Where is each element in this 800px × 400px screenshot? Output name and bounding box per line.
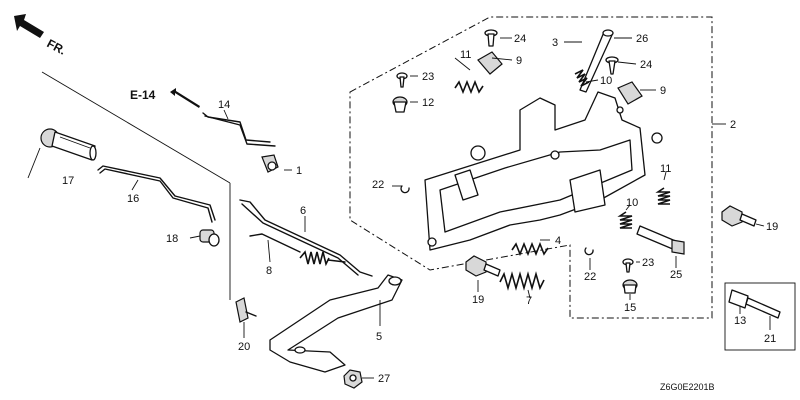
callout-22-left[interactable]: 22: [372, 179, 384, 191]
part-24-screw-upper[interactable]: [484, 29, 498, 47]
part-11-spring-upper[interactable]: [454, 79, 484, 95]
part-22-clip-left[interactable]: [400, 185, 410, 194]
callout-5[interactable]: 5: [376, 331, 382, 343]
callout-25[interactable]: 25: [670, 269, 682, 281]
part-9-clip-right[interactable]: [617, 81, 643, 105]
part-26-screw[interactable]: [579, 29, 614, 93]
callout-7[interactable]: 7: [526, 295, 532, 307]
part-4-spring[interactable]: [511, 241, 549, 257]
callout-labels: 1 2 3 4 5 6 7 8 9 9 10 10 11 11 12 13 14…: [62, 33, 778, 385]
part-20-block[interactable]: [235, 297, 257, 323]
callout-23-upper[interactable]: 23: [422, 71, 434, 83]
part-19-bolt-left[interactable]: [465, 255, 501, 277]
part-23-screw-upper[interactable]: [396, 72, 408, 88]
part-10-spring-upper[interactable]: [574, 69, 590, 87]
callout-1[interactable]: 1: [296, 165, 302, 177]
part-23-screw-right[interactable]: [622, 258, 634, 273]
callout-8[interactable]: 8: [266, 265, 272, 277]
part-15-bushing[interactable]: [622, 279, 638, 294]
callout-4[interactable]: 4: [555, 235, 561, 247]
callout-17[interactable]: 17: [62, 175, 74, 187]
callout-10-upper[interactable]: 10: [600, 75, 612, 87]
reference-e14[interactable]: E-14: [130, 88, 200, 108]
callout-12[interactable]: 12: [422, 97, 434, 109]
callout-6[interactable]: 6: [300, 205, 306, 217]
callout-21[interactable]: 21: [764, 333, 776, 345]
part-10-spring-right[interactable]: [617, 211, 633, 229]
callout-20[interactable]: 20: [238, 341, 250, 353]
direction-arrow-icon: [14, 14, 44, 38]
front-direction-indicator: FR.: [14, 14, 68, 58]
part-24-screw-right[interactable]: [605, 56, 619, 75]
callout-15[interactable]: 15: [624, 302, 636, 314]
part-16-rod[interactable]: [97, 165, 216, 223]
reference-label[interactable]: E-14: [130, 88, 156, 102]
figure-code: Z6G0E2201B: [660, 382, 715, 392]
assembly-outline: [349, 16, 713, 319]
callout-24-upper[interactable]: 24: [514, 33, 526, 45]
direction-label: FR.: [45, 36, 69, 57]
part-19-bolt-right[interactable]: [721, 205, 757, 227]
part-12-grommet[interactable]: [392, 96, 408, 113]
part-9-clip-upper[interactable]: [477, 51, 503, 75]
callout-10-right[interactable]: 10: [626, 197, 638, 209]
part-25-bolt[interactable]: [636, 225, 685, 255]
callout-26[interactable]: 26: [636, 33, 648, 45]
callout-22-right[interactable]: 22: [584, 271, 596, 283]
callout-19-left[interactable]: 19: [472, 294, 484, 306]
boundary-line: [41, 71, 231, 184]
callout-9-right[interactable]: 9: [660, 85, 666, 97]
callout-24-right[interactable]: 24: [640, 59, 652, 71]
leader-lines: [27, 37, 771, 379]
callout-23-right[interactable]: 23: [642, 257, 654, 269]
callout-11-right[interactable]: 11: [660, 163, 671, 175]
part-5-lever-arm[interactable]: [269, 274, 403, 373]
callout-14[interactable]: 14: [218, 99, 230, 111]
part-18-clip[interactable]: [199, 229, 220, 247]
callout-9-upper[interactable]: 9: [516, 55, 522, 67]
callout-11-upper[interactable]: 11: [460, 49, 471, 61]
part-27-nut[interactable]: [343, 369, 363, 389]
part-22-clip-right[interactable]: [584, 247, 594, 256]
part-8-spring-rod[interactable]: [249, 233, 346, 267]
callout-2[interactable]: 2: [730, 119, 736, 131]
part-11-spring-right[interactable]: [655, 187, 671, 205]
part-bracket-plate[interactable]: [424, 91, 663, 251]
part-14-rod[interactable]: [202, 112, 276, 147]
callout-16[interactable]: 16: [127, 193, 139, 205]
callout-3[interactable]: 3: [552, 37, 558, 49]
part-17-knob[interactable]: [40, 128, 97, 161]
callout-13[interactable]: 13: [734, 315, 746, 327]
part-1-clip[interactable]: [261, 154, 279, 173]
callout-18[interactable]: 18: [166, 233, 178, 245]
part-6-rod[interactable]: [239, 199, 373, 277]
part-7-spring[interactable]: [499, 271, 545, 291]
detail-box: [724, 282, 796, 351]
part-13-collar[interactable]: [728, 289, 749, 309]
part-21-bolt[interactable]: [745, 297, 781, 319]
callout-19-right[interactable]: 19: [766, 221, 778, 233]
reference-arrow-icon: [170, 88, 200, 108]
callout-27[interactable]: 27: [378, 373, 390, 385]
